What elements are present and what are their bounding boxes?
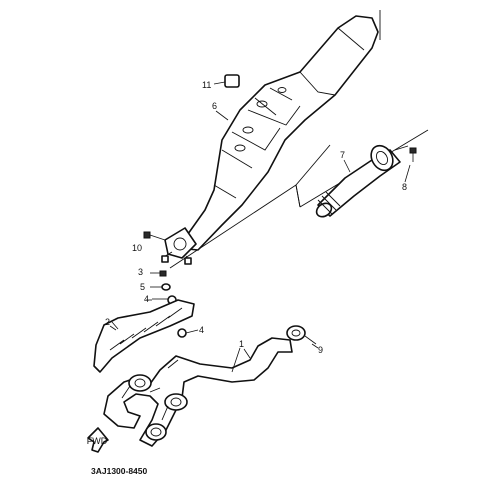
callout-8: 8 [402, 182, 407, 192]
callout-3: 3 [138, 267, 143, 277]
callout-4-upper: 4 [144, 294, 149, 304]
heat-protector [93, 299, 195, 373]
bolt-part-10 [143, 231, 166, 241]
callout-9: 9 [318, 345, 323, 355]
callout-6: 6 [212, 101, 217, 111]
damper-part [213, 74, 240, 88]
silencer-muffler [161, 15, 379, 265]
exhaust-pipe [103, 337, 293, 447]
fwd-label: FWD [87, 436, 108, 446]
callout-10: 10 [132, 243, 142, 253]
callout-11: 11 [202, 80, 211, 90]
callout-1: 1 [239, 339, 244, 349]
callout-7: 7 [340, 150, 345, 160]
tail-pipe [315, 144, 409, 218]
fwd-arrow-icon: FWD [87, 427, 109, 453]
callout-4-lower: 4 [199, 325, 204, 335]
catalog-code: 3AJ1300-8450 [91, 466, 148, 476]
gasket [286, 325, 317, 345]
callout-2: 2 [105, 317, 110, 327]
callout-leaders [109, 110, 411, 359]
bolt-part-8 [409, 147, 417, 162]
callout-5: 5 [140, 282, 145, 292]
